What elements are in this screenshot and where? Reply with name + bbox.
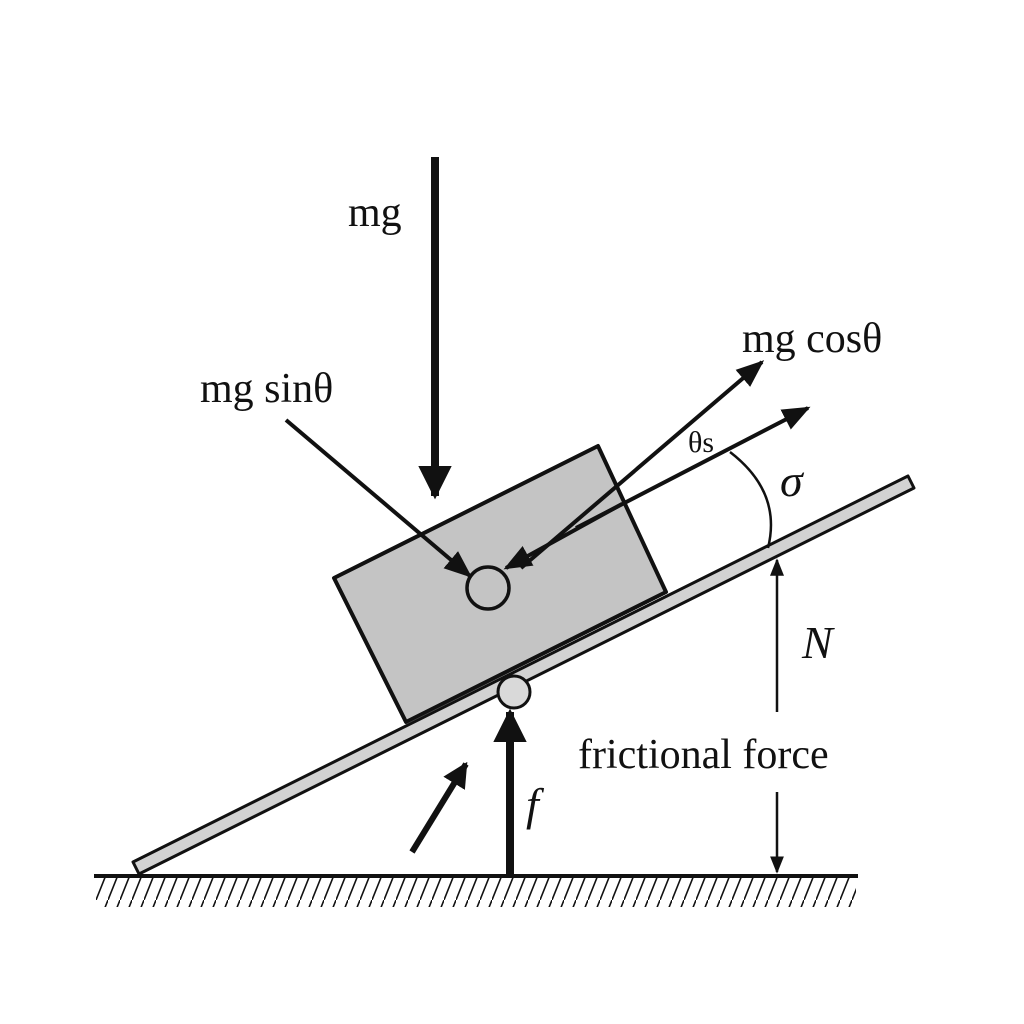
center-of-mass (465, 565, 511, 611)
label-angle: σ (780, 455, 805, 506)
angle-arc (729, 451, 773, 549)
label-normal: N (801, 617, 835, 668)
label-weight: mg (348, 190, 402, 236)
inclined-plane (131, 474, 916, 876)
slope-direction-return-arrow (503, 502, 623, 570)
label-small-angle-mark: θs (688, 426, 714, 459)
label-friction-symbol: f (526, 779, 545, 830)
perpendicular-component-arrow (519, 360, 765, 570)
label-perpendicular-component: mg cosθ (742, 316, 882, 362)
small-diagonal-arrow (409, 761, 469, 854)
label-friction-text: frictional force (578, 732, 829, 778)
ground-hatching (96, 877, 856, 907)
pivot-circle (496, 674, 532, 710)
parallel-component-arrow (284, 418, 473, 578)
label-parallel-component: mg sinθ (200, 366, 333, 412)
